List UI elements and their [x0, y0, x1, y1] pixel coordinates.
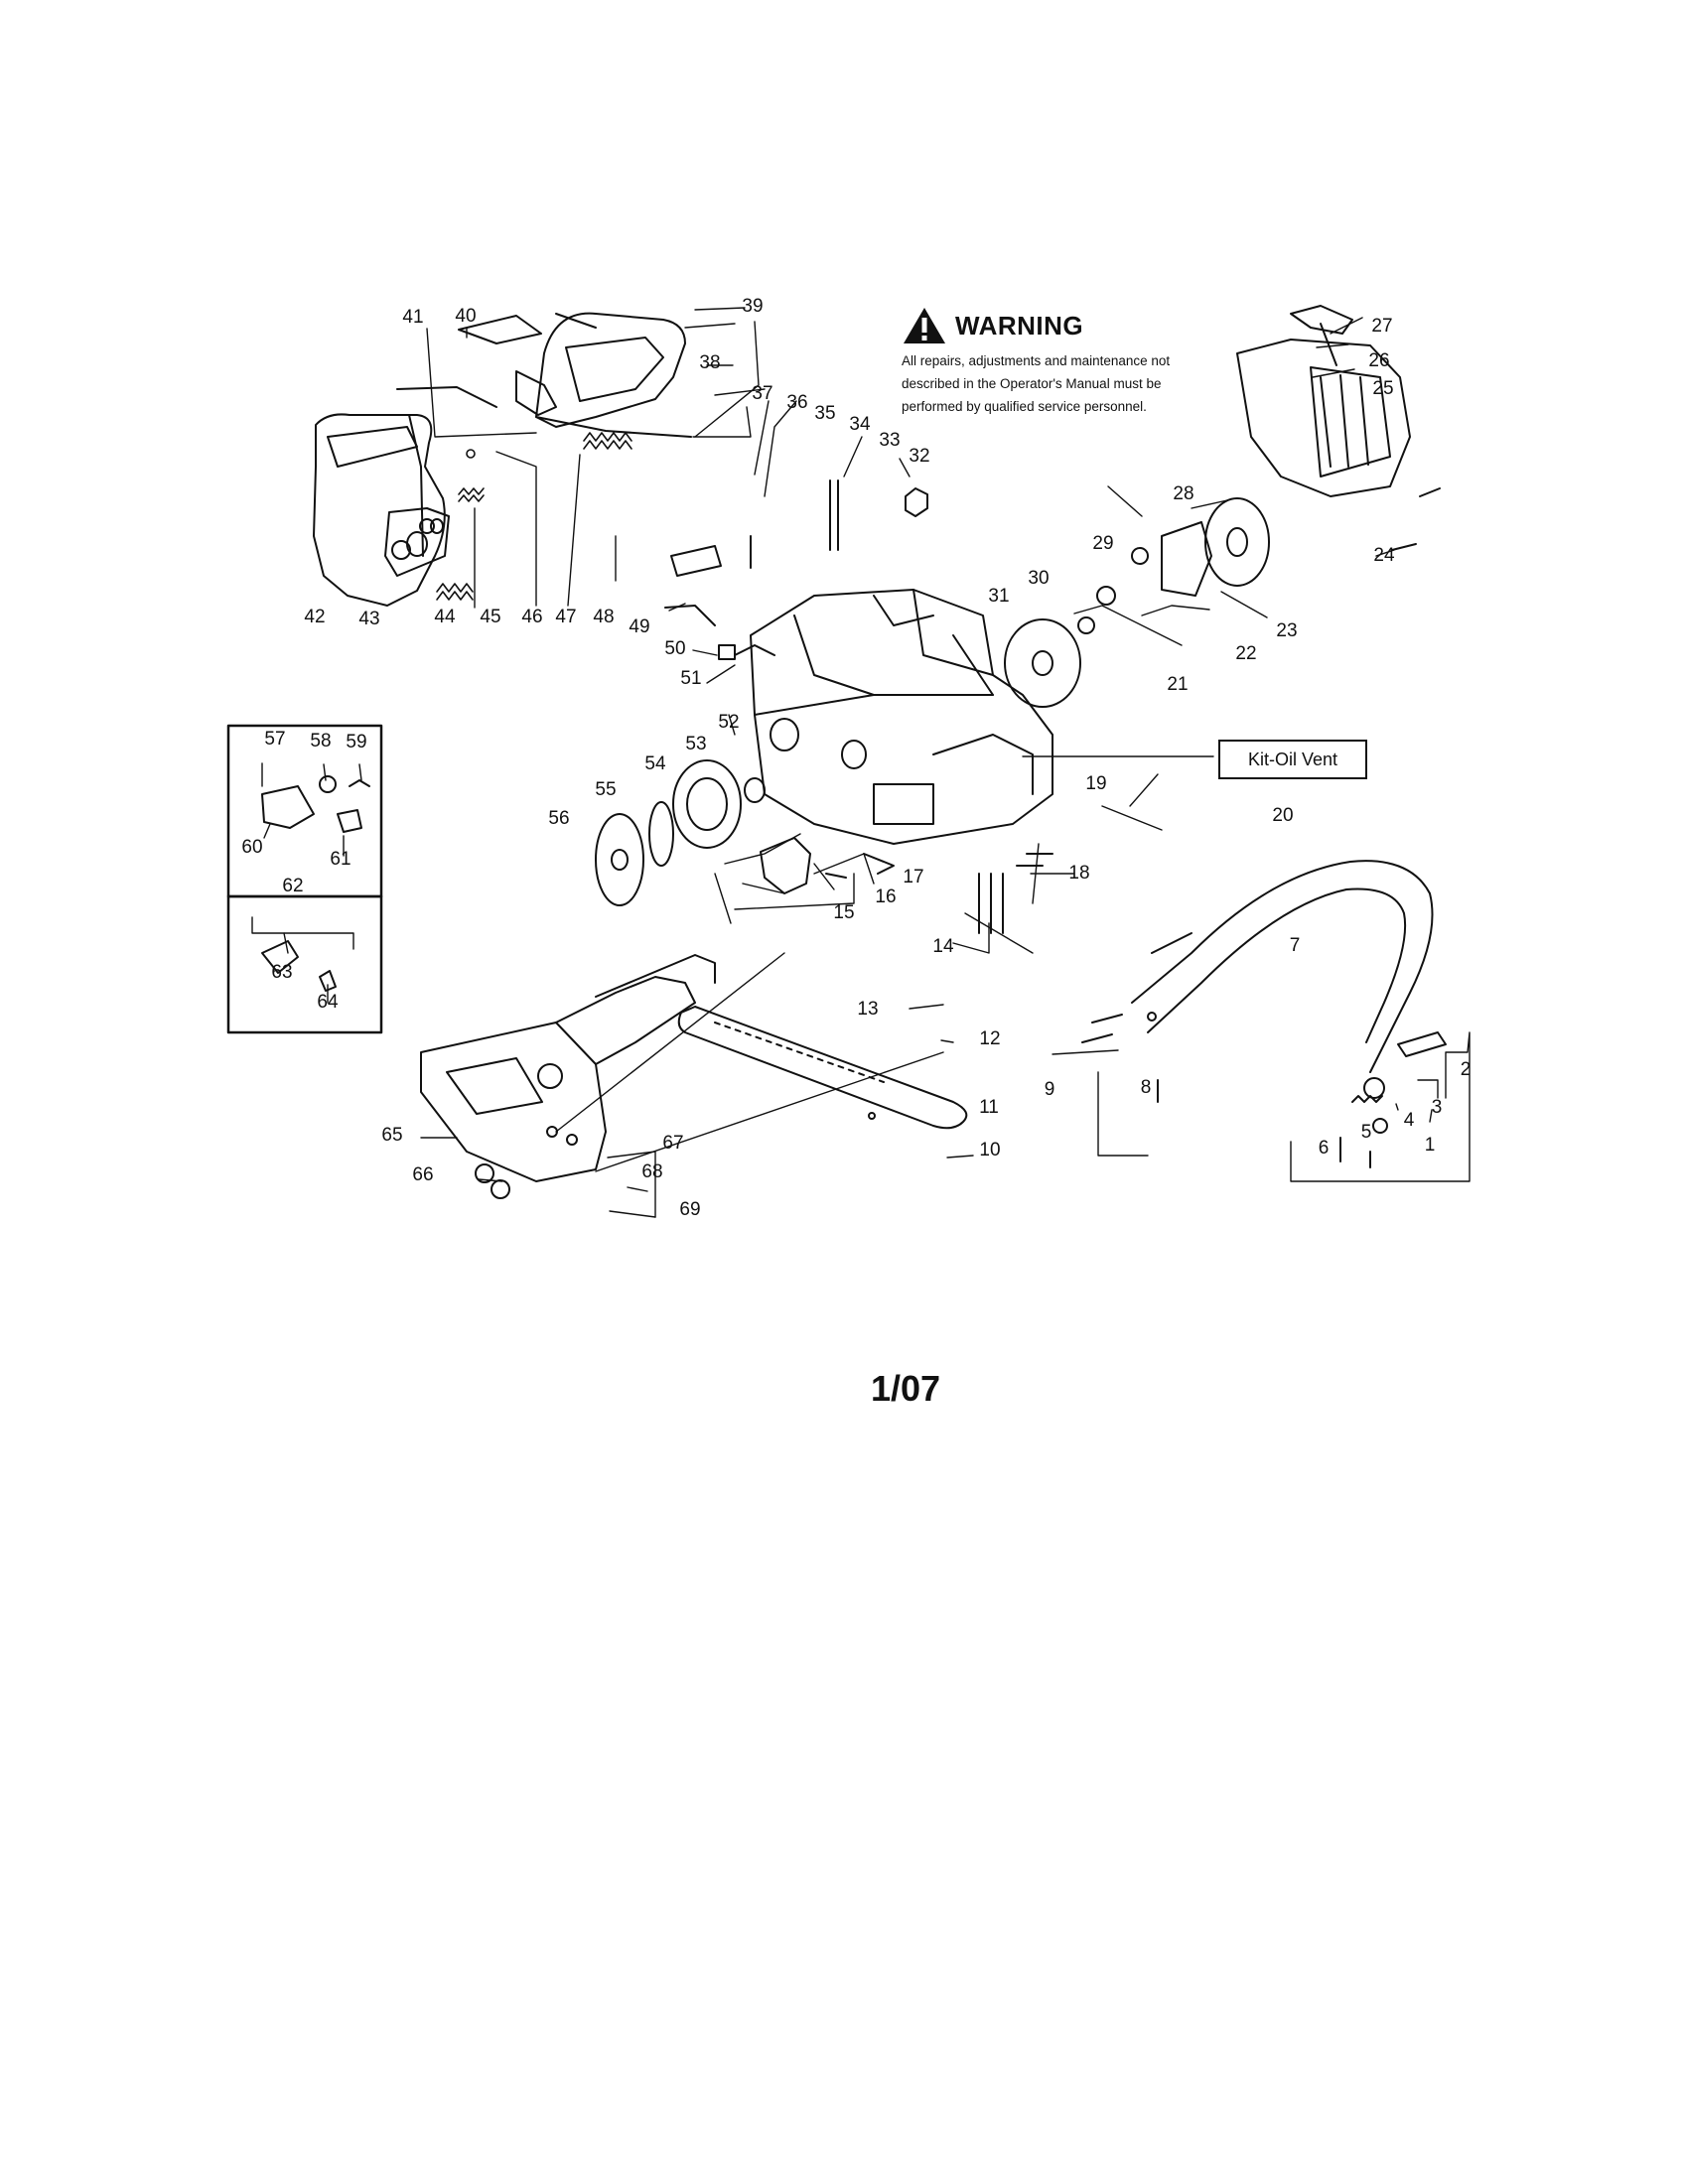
starter-housing-drawing: [1236, 305, 1441, 551]
callout-number: 33: [879, 430, 901, 451]
callout-number: 28: [1173, 483, 1194, 504]
callout-number: 60: [241, 837, 263, 858]
front-handle-drawing: [1081, 860, 1434, 1103]
callout-number: 41: [402, 307, 424, 328]
callout-number: 13: [857, 999, 879, 1020]
leader-lines: [251, 307, 1471, 1218]
callout-number: 49: [629, 616, 650, 637]
callout-number: 15: [833, 902, 855, 923]
callout-number: 52: [718, 712, 740, 733]
callout-number: 55: [595, 779, 617, 800]
callout-number: 29: [1092, 533, 1114, 554]
callout-number: 7: [1289, 935, 1301, 956]
callout-number: 23: [1276, 620, 1298, 641]
callout-number: 63: [271, 962, 293, 983]
flywheel-parts-drawing: [1004, 497, 1270, 708]
handle-plate-drawing: [384, 507, 450, 577]
callout-number: 51: [680, 668, 702, 689]
rear-handle-drawing: [313, 386, 497, 607]
callout-number: 31: [988, 586, 1010, 607]
callout-number: 21: [1167, 674, 1189, 695]
warning-header: WARNING: [902, 306, 1229, 345]
callout-number: 53: [685, 734, 707, 754]
callout-number: 61: [330, 849, 351, 870]
callout-number: 22: [1235, 643, 1257, 664]
clutch-parts-drawing: [595, 759, 766, 906]
callout-number: 47: [555, 607, 577, 627]
callout-number: 66: [412, 1164, 434, 1185]
callout-number: 27: [1371, 316, 1393, 337]
callout-number: 44: [434, 607, 456, 627]
callout-number: 8: [1140, 1077, 1152, 1098]
callout-number: 50: [664, 638, 686, 659]
callout-number: 67: [662, 1133, 684, 1154]
callout-number: 64: [317, 992, 339, 1013]
callout-number: 10: [979, 1140, 1001, 1160]
oil-parts-drawing: [664, 479, 928, 660]
kit-oil-vent-label: Kit-Oil Vent: [1218, 740, 1367, 779]
callout-number: 26: [1368, 350, 1390, 371]
callout-number: 38: [699, 352, 721, 373]
callout-number: 59: [346, 732, 367, 752]
handle-bracket-parts-drawing: [1339, 1031, 1447, 1168]
warning-line: performed by qualified service personnel…: [902, 399, 1147, 414]
callout-number: 46: [521, 607, 543, 627]
callout-number: 45: [480, 607, 501, 627]
warning-line: described in the Operator's Manual must …: [902, 376, 1162, 391]
brake-plate-drawing: [760, 837, 1053, 934]
callout-number: 18: [1068, 863, 1090, 884]
callout-number: 39: [742, 296, 764, 317]
callout-number: 57: [264, 729, 286, 750]
callout-number: 11: [979, 1097, 999, 1118]
callout-number: 34: [849, 414, 871, 435]
callout-number: 17: [903, 867, 924, 887]
callout-number: 35: [814, 403, 836, 424]
inset-parts-drawing: [261, 775, 370, 992]
callout-number: 54: [644, 753, 666, 774]
callout-number: 16: [875, 887, 897, 907]
callout-number: 9: [1044, 1079, 1055, 1100]
engine-housing-drawing: [734, 589, 1053, 845]
warning-triangle-icon: [904, 308, 945, 343]
callout-number: 2: [1460, 1059, 1472, 1080]
sprocket-cover-drawing: [420, 954, 716, 1199]
warning-line: All repairs, adjustments and maintenance…: [902, 353, 1171, 368]
spring-drawings: [436, 432, 632, 601]
callout-number: 69: [679, 1199, 701, 1220]
callout-number: 30: [1028, 568, 1050, 589]
callout-number: 3: [1431, 1097, 1443, 1118]
callout-number: 58: [310, 731, 332, 751]
callout-number: 19: [1085, 773, 1107, 794]
callout-number: 36: [786, 392, 808, 413]
callout-number: 68: [641, 1161, 663, 1182]
callout-number: 12: [979, 1028, 1001, 1049]
callout-number: 43: [358, 609, 380, 629]
callout-number: 14: [932, 936, 954, 957]
top-handle-drawing: [535, 312, 692, 438]
callout-number: 65: [381, 1125, 403, 1146]
page-code: 1/07: [871, 1368, 941, 1409]
throttle-trigger-drawing: [458, 315, 557, 416]
callout-number: 40: [455, 306, 477, 327]
callout-number: 32: [909, 446, 930, 467]
callout-number: 6: [1318, 1138, 1330, 1159]
callout-number: 42: [304, 607, 326, 627]
callout-number: 25: [1372, 378, 1394, 399]
callout-number: 62: [282, 876, 304, 896]
guide-bar-drawing: [677, 1006, 968, 1130]
callout-number: 20: [1272, 805, 1294, 826]
callout-number: 37: [752, 383, 773, 404]
callout-number: 1: [1424, 1135, 1436, 1156]
callout-number: 4: [1403, 1110, 1415, 1131]
callout-number: 5: [1360, 1122, 1372, 1143]
warning-title: WARNING: [955, 310, 1084, 341]
callout-number: 24: [1373, 545, 1395, 566]
callout-number: 48: [593, 607, 615, 627]
warning-text: All repairs, adjustments and maintenance…: [902, 349, 1229, 418]
warning-notice: WARNING All repairs, adjustments and mai…: [902, 306, 1229, 418]
callout-number: 56: [548, 808, 570, 829]
